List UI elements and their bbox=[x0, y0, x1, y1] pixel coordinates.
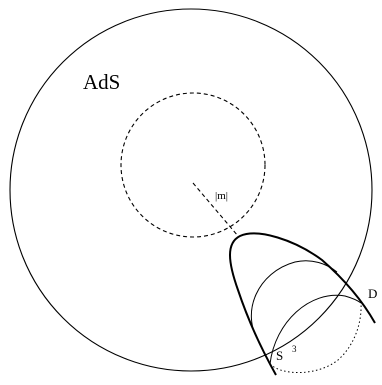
ads-boundary-circle bbox=[9, 8, 373, 372]
m-label: |m| bbox=[215, 190, 228, 202]
brane-cross-section-arc-1 bbox=[250, 260, 338, 343]
s-label: S bbox=[276, 348, 283, 363]
dashed-inner-circle bbox=[120, 92, 266, 238]
brane-d-curve bbox=[229, 232, 376, 376]
ads-label: AdS bbox=[83, 70, 120, 94]
brane-cross-section-arc-2 bbox=[269, 294, 362, 365]
s3-dotted-arc bbox=[269, 302, 362, 374]
dashed-radius-line bbox=[192, 182, 239, 237]
s-exponent-label: 3 bbox=[292, 344, 297, 354]
d-label: D bbox=[368, 286, 377, 301]
